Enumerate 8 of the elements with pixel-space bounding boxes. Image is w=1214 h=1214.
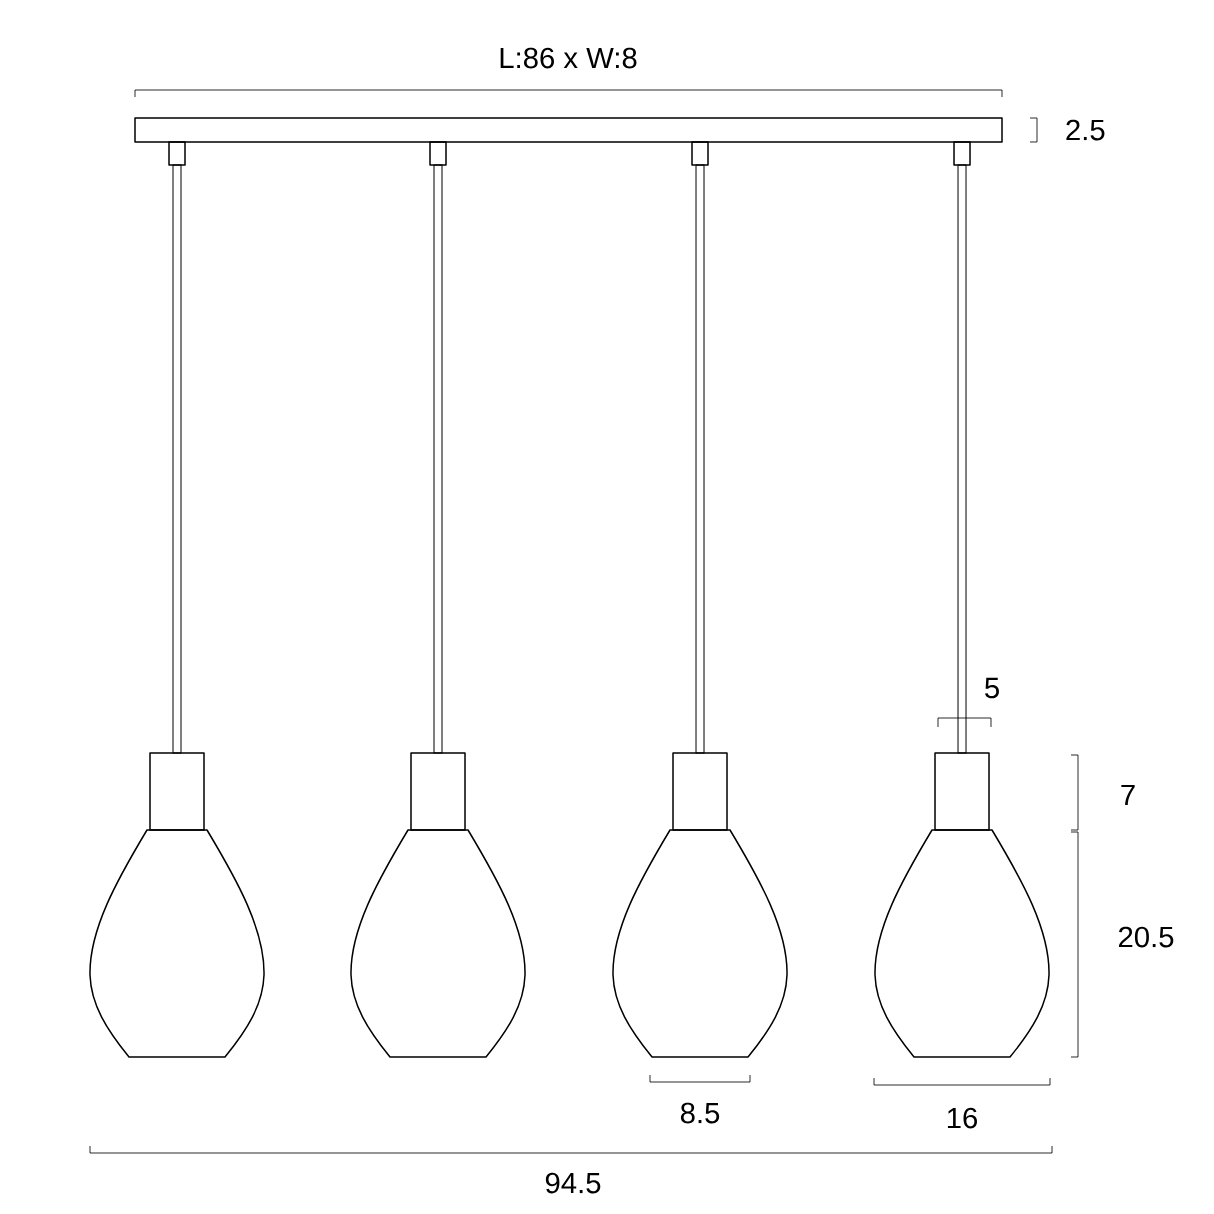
- dimension-label: 94.5: [545, 1172, 601, 1194]
- dimension-label: L:86 x W:8: [500, 47, 637, 69]
- dimension-label: 5: [985, 677, 999, 699]
- dimension-label: 7: [1121, 784, 1135, 806]
- dimension-label: 2.5: [1066, 119, 1105, 141]
- dimension-label: 16: [947, 1107, 977, 1129]
- dimension-label: 20.5: [1119, 926, 1174, 948]
- dimension-label: 8.5: [680, 1102, 720, 1124]
